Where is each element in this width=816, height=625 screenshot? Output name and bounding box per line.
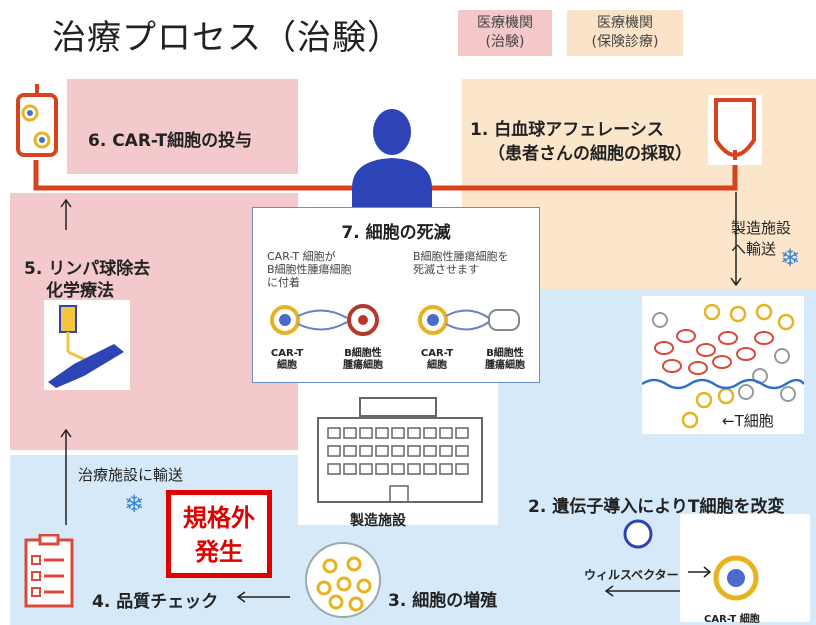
death-btumor-l1: B細胞性 [344,348,382,359]
death-label-btumor-1: B細胞性 腫瘍細胞 [333,348,393,372]
snowflake-icon: ❄ [780,244,801,272]
iv-bag-left-icon [16,84,58,157]
step2-label: 2. 遺伝子導入によりT細胞を改変 [528,497,785,517]
legend-insurance-line2: (保険診療) [591,34,659,50]
death-left-l3: に付着 [267,276,300,289]
factory-icon [317,397,483,503]
death-label-cart-2: CAR-T 細胞 [417,348,457,372]
transport-to-treatment: 治療施設に輸送 [78,466,184,484]
legend-insurance-line1: 医療機関 [597,15,653,31]
death-cart-l1-b: CAR-T [420,348,454,359]
step5-label: 5. リンパ球除去 化学療法 [24,258,150,302]
death-label-btumor-2: B細胞性 腫瘍細胞 [475,348,535,372]
checklist-icon [24,534,74,608]
cell-death-illustration [270,304,520,336]
death-cart-l2-b: 細胞 [427,360,447,371]
death-label-cart-1: CAR-T 細胞 [267,348,307,372]
step1-line2: （患者さんの細胞の採取） [488,144,692,164]
death-right-l2: 死滅させます [413,263,479,276]
death-cart-l2: 細胞 [277,360,297,371]
death-right-l1: B細胞性腫瘍細胞を [413,250,509,263]
death-left-l2: B細胞性腫瘍細胞 [267,263,352,276]
death-left-l1: CAR-T 細胞が [267,250,336,263]
death-btumor-l2: 腫瘍細胞 [343,360,383,371]
alert-line1: 規格外 [183,504,255,532]
patient-icon [352,109,432,212]
facility-label: 製造施設 [350,513,406,529]
step5-line2: 化学療法 [46,281,114,301]
step5-line1: 5. リンパ球除去 [24,259,151,279]
t-cell-label: ←T細胞 [722,412,774,430]
step1-label: 1. 白血球アフェレーシス （患者さんの細胞の採取） [470,118,692,166]
transport-to-manufacturing: 製造施設 へ輸送 [731,218,791,260]
region-step6 [67,79,298,174]
cell-death-left-text: CAR-T 細胞が B細胞性腫瘍細胞 に付着 [267,250,352,289]
transport-line2: へ輸送 [731,240,777,258]
cell-death-panel: 7. 細胞の死滅 CAR-T 細胞が B細胞性腫瘍細胞 に付着 B細胞性腫瘍細胞… [252,207,540,383]
death-btumor-l1-b: B細胞性 [486,348,524,359]
step6-label: 6. CAR-T細胞の投与 [88,131,253,151]
legend-insurance: 医療機関 (保険診療) [567,10,683,56]
page-title: 治療プロセス（治験） [52,18,402,58]
step3-label: 3. 細胞の増殖 [388,591,498,611]
snowflake-icon: ❄ [124,490,145,518]
legend-clinical-trial-line1: 医療機関 [477,15,533,31]
death-cart-l1: CAR-T [270,348,304,359]
legend-clinical-trial: 医療機関 (治験) [458,10,552,56]
out-of-spec-alert: 規格外 発生 [166,490,272,578]
iv-arm-icon [44,300,130,390]
cart-cell-label: CAR-T 細胞 [704,614,760,625]
cell-death-right-text: B細胞性腫瘍細胞を 死滅させます [413,250,509,276]
step1-line1: 1. 白血球アフェレーシス [470,120,664,140]
transport-line1: 製造施設 [731,219,792,237]
death-btumor-l2-b: 腫瘍細胞 [485,360,525,371]
cell-culture-icon [305,542,381,618]
blood-cells-icon [642,296,804,434]
step7-label: 7. 細胞の死滅 [341,223,451,243]
virus-vector-label: ウィルスベクター [584,568,679,582]
step4-label: 4. 品質チェック [92,592,219,612]
alert-line2: 発生 [195,538,243,566]
gene-transfer-icon [623,514,810,622]
legend-clinical-trial-line2: (治験) [485,34,525,50]
iv-bag-right-icon [708,95,762,165]
